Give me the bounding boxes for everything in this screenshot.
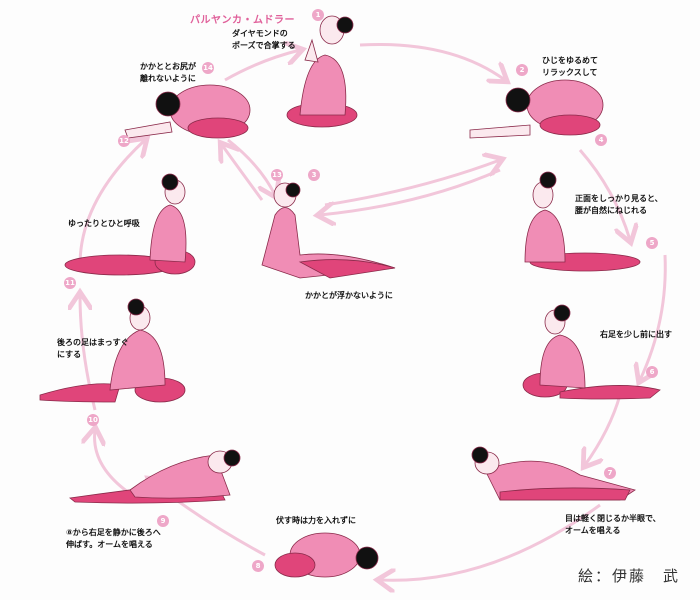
figure-pose-8 [274,532,379,578]
step-note-7: 目は軽く閉じるか半眼で、 オームを唱える [565,514,661,535]
step-note-8: 伏す時は力を入れずに [276,516,356,525]
figure-pose-9 [69,449,241,504]
sequence-title: パルヤンカ・ムドラー [190,15,295,26]
arrow-11-12 [78,140,145,266]
arrow-1-2 [359,42,505,80]
arrow-7-8 [380,503,601,580]
step-note-14: かかととお尻が 離れないように [140,62,196,83]
step-number-badge: 4 [595,134,607,146]
step-number-badge: 7 [604,467,616,479]
arrow-6-7 [585,394,622,465]
arrow-3-2 [324,160,500,207]
figure-pose-11 [64,173,196,276]
step-number-badge: 14 [202,62,214,74]
figure-pose-5 [524,171,641,272]
step-number-badge: 5 [646,237,658,249]
step-number-badge: 10 [87,414,99,426]
arrow-14-1 [224,50,300,82]
step-number-badge: 6 [646,366,658,378]
step-note-10: 後ろの足はまっすぐ にする [57,338,129,359]
arrow-5-6 [640,254,667,380]
figure-pose-2 [469,79,604,139]
step-note-6: 右足を少し前に出す [600,330,672,339]
illustrator-credit: 絵：伊藤 武 [578,567,681,585]
figure-pose-10 [39,298,186,403]
arrow-13-14 [222,145,264,201]
arrow-2-3 [320,168,501,215]
step-number-badge: 8 [252,560,264,572]
step-number-badge: 9 [157,515,169,527]
step-number-badge: 11 [64,277,76,289]
step-number-badge: 1 [312,9,324,21]
step-number-badge: 12 [118,135,130,147]
figure-pose-7 [471,446,636,501]
arrow-4-5 [578,149,630,240]
figure-pose-1 [286,15,358,128]
step-note-9: ⑧から右足を静かに後ろへ 伸ばす。オームを唱える [66,528,161,549]
step-note-2: ひじをゆるめて リラックスして [542,56,598,77]
figure-pose-14 [124,84,251,139]
figure-pose-3-13 [261,182,396,279]
step-note-3: かかとが浮かないように [305,291,393,300]
step-note-5: 正面をしっかり見ると、 腰が自然にねじれる [575,194,663,215]
step-note-11: ゆったりとひと呼吸 [68,219,140,228]
step-note-1: ダイヤモンドの ポーズで合掌する [232,29,296,50]
step-number-badge: 2 [516,64,528,76]
figure-pose-6 [522,304,661,400]
step-number-badge: 3 [308,169,320,181]
step-number-badge: 13 [271,169,283,181]
